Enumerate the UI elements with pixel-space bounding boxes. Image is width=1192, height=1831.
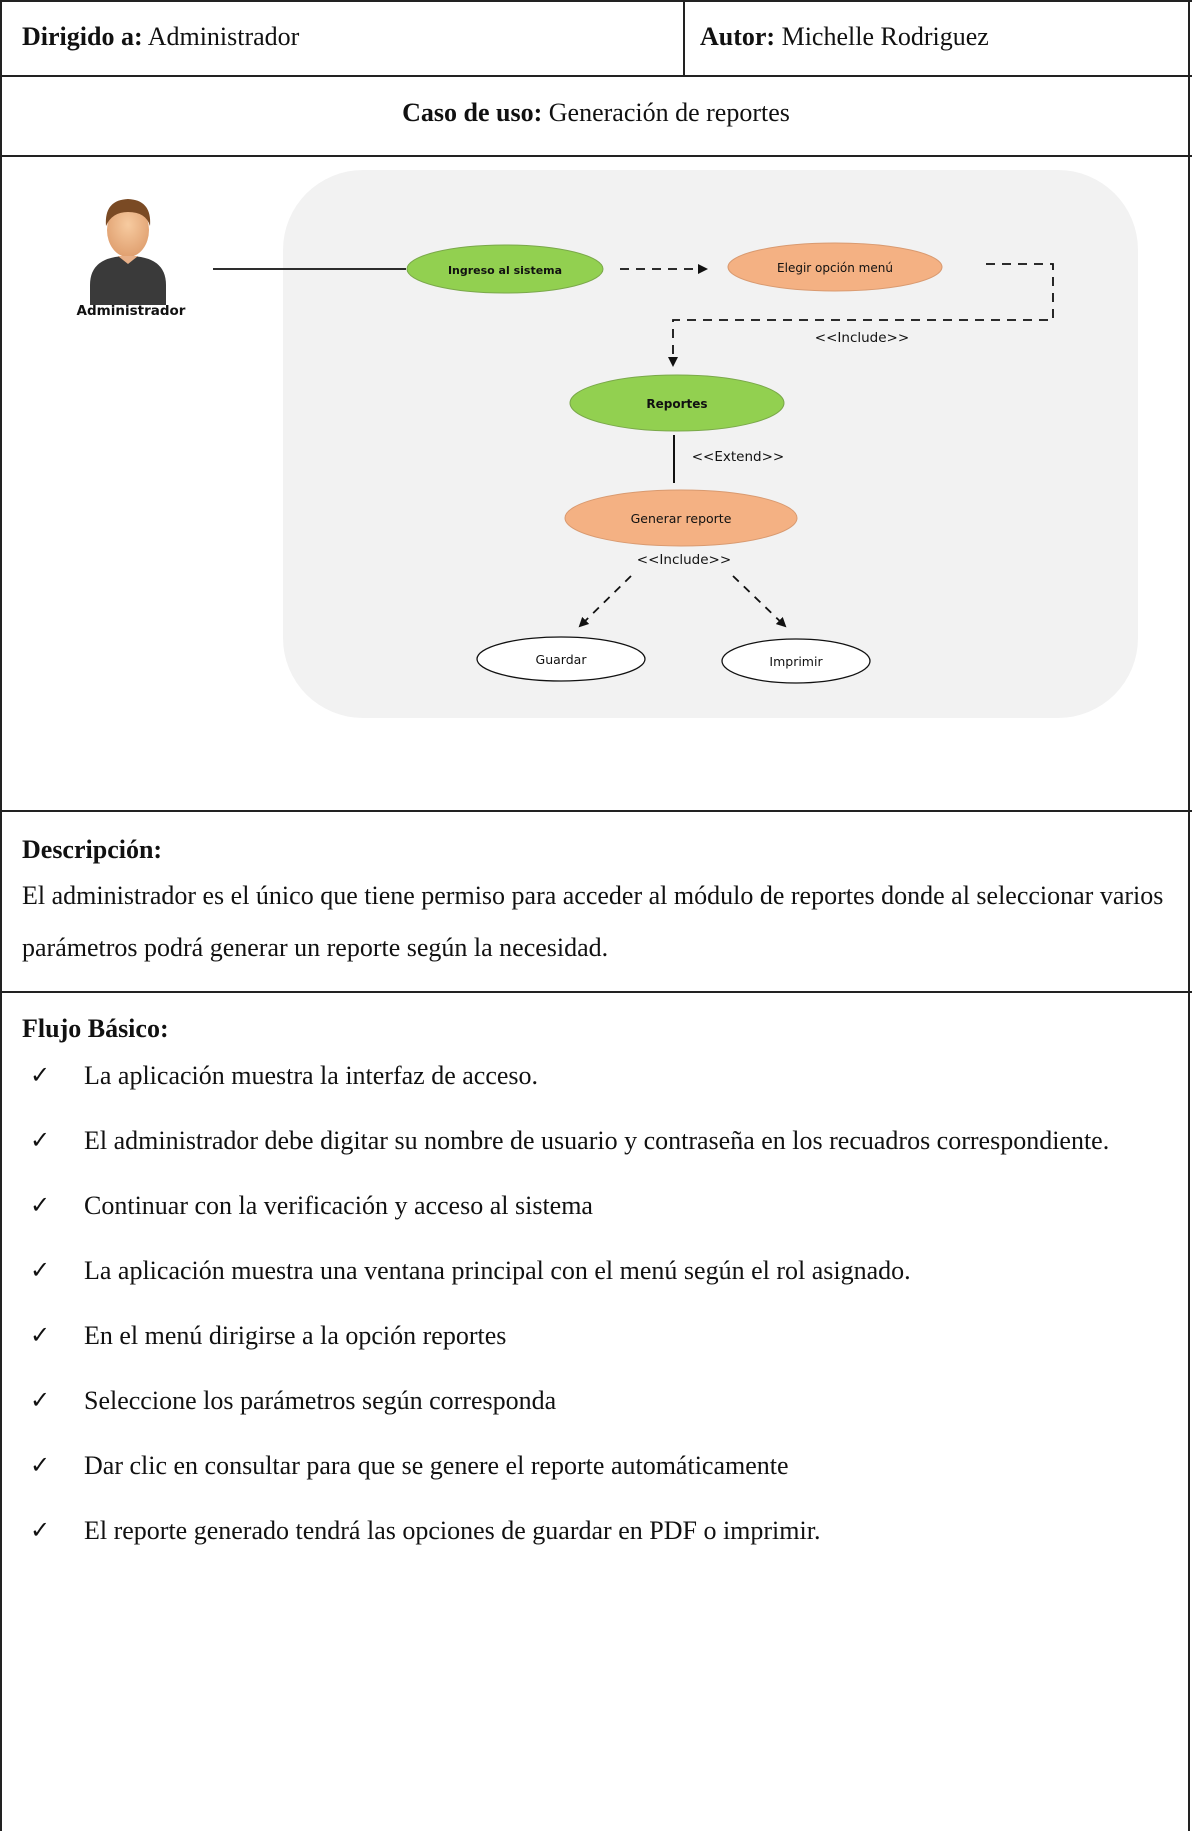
check-icon: ✓ [30, 1451, 51, 1479]
usecase-imprimir-label: Imprimir [769, 654, 823, 669]
autor-value: Michelle Rodriguez [781, 22, 989, 51]
caso-uso-value: Generación de reportes [548, 98, 790, 127]
dirigido-value: Administrador [147, 22, 300, 51]
caso-uso-label: Caso de uso: [402, 98, 543, 127]
check-icon: ✓ [30, 1191, 51, 1219]
row-divider-diagram [0, 810, 1192, 812]
usecase-generar-label: Generar reporte [631, 511, 732, 526]
autor-label: Autor: [700, 22, 776, 51]
include-arrow-imprimir [732, 575, 787, 628]
flow-item: ✓ El reporte generado tendrá las opciones… [30, 1509, 1170, 1552]
flow-item-text: La aplicación muestra la interfaz de acc… [84, 1061, 539, 1090]
description-title: Descripción: [22, 835, 163, 864]
table-border-top [0, 0, 1192, 2]
flow-item: ✓ Continuar con la verificación y acceso … [30, 1184, 1170, 1227]
include-label-1: <<Include>> [815, 330, 909, 346]
actor-administrador-icon [90, 199, 166, 305]
usecase-guardar-label: Guardar [536, 652, 588, 667]
usecase-imprimir: Imprimir [721, 638, 871, 684]
usecase-guardar: Guardar [476, 636, 646, 682]
usecase-elegir: Elegir opción menú [727, 242, 943, 292]
usecase-generar: Generar reporte [564, 489, 798, 547]
dirigido-label: Dirigido a: [22, 22, 143, 51]
flow-item: ✓ Dar clic en consultar para que se gener… [30, 1444, 1170, 1487]
autor-cell: Autor: Michelle Rodriguez [700, 22, 989, 52]
flow-item-text: El administrador debe digitar su nombre … [84, 1126, 1110, 1155]
row-divider-usecase [0, 155, 1192, 157]
include-label-2: <<Include>> [637, 552, 731, 568]
usecase-ingreso-label: Ingreso al sistema [448, 264, 562, 277]
flow-item-text: Seleccione los parámetros según correspo… [84, 1386, 557, 1415]
check-icon: ✓ [30, 1321, 51, 1349]
flow-item-text: El reporte generado tendrá las opciones … [84, 1516, 821, 1545]
flow-item: ✓ Seleccione los parámetros según corresp… [30, 1379, 1170, 1422]
system-boundary [283, 170, 1138, 718]
caso-uso-cell: Caso de uso: Generación de reportes [0, 98, 1192, 128]
description-text: El administrador es el único que tiene p… [22, 881, 1164, 962]
flow-item-text: Continuar con la verificación y acceso a… [84, 1191, 593, 1220]
dirigido-cell: Dirigido a: Administrador [22, 22, 299, 52]
usecase-reportes-label: Reportes [646, 397, 707, 411]
flow-title: Flujo Básico: [22, 1014, 169, 1043]
actor-label: Administrador [77, 303, 186, 319]
flow-item: ✓ El administrador debe digitar su nombre… [30, 1119, 1170, 1162]
include-path-elegir-reportes [668, 263, 1054, 367]
row-divider-description [0, 991, 1192, 993]
check-icon: ✓ [30, 1386, 51, 1414]
flow-item: ✓ La aplicación muestra la interfaz de ac… [30, 1054, 1170, 1097]
flow-item-text: En el menú dirigirse a la opción reporte… [84, 1321, 507, 1350]
row-divider-header [0, 75, 1192, 77]
column-divider-header [683, 0, 685, 76]
usecase-reportes: Reportes [569, 374, 785, 432]
usecase-ingreso: Ingreso al sistema [406, 244, 604, 294]
flow-item-text: La aplicación muestra una ventana princi… [84, 1256, 911, 1285]
check-icon: ✓ [30, 1126, 51, 1154]
include-arrow-guardar [578, 575, 632, 628]
extend-label: <<Extend>> [692, 449, 785, 465]
flow-list: ✓ La aplicación muestra la interfaz de ac… [30, 1054, 1170, 1574]
use-case-diagram: Administrador <<Include>> <<Extend>> <<I… [77, 170, 1138, 718]
check-icon: ✓ [30, 1516, 51, 1544]
usecase-elegir-label: Elegir opción menú [777, 261, 893, 275]
flow-item-text: Dar clic en consultar para que se genere… [84, 1451, 789, 1480]
flow-item: ✓ En el menú dirigirse a la opción report… [30, 1314, 1170, 1357]
check-icon: ✓ [30, 1256, 51, 1284]
check-icon: ✓ [30, 1061, 51, 1089]
flow-item: ✓ La aplicación muestra una ventana princ… [30, 1249, 1170, 1292]
